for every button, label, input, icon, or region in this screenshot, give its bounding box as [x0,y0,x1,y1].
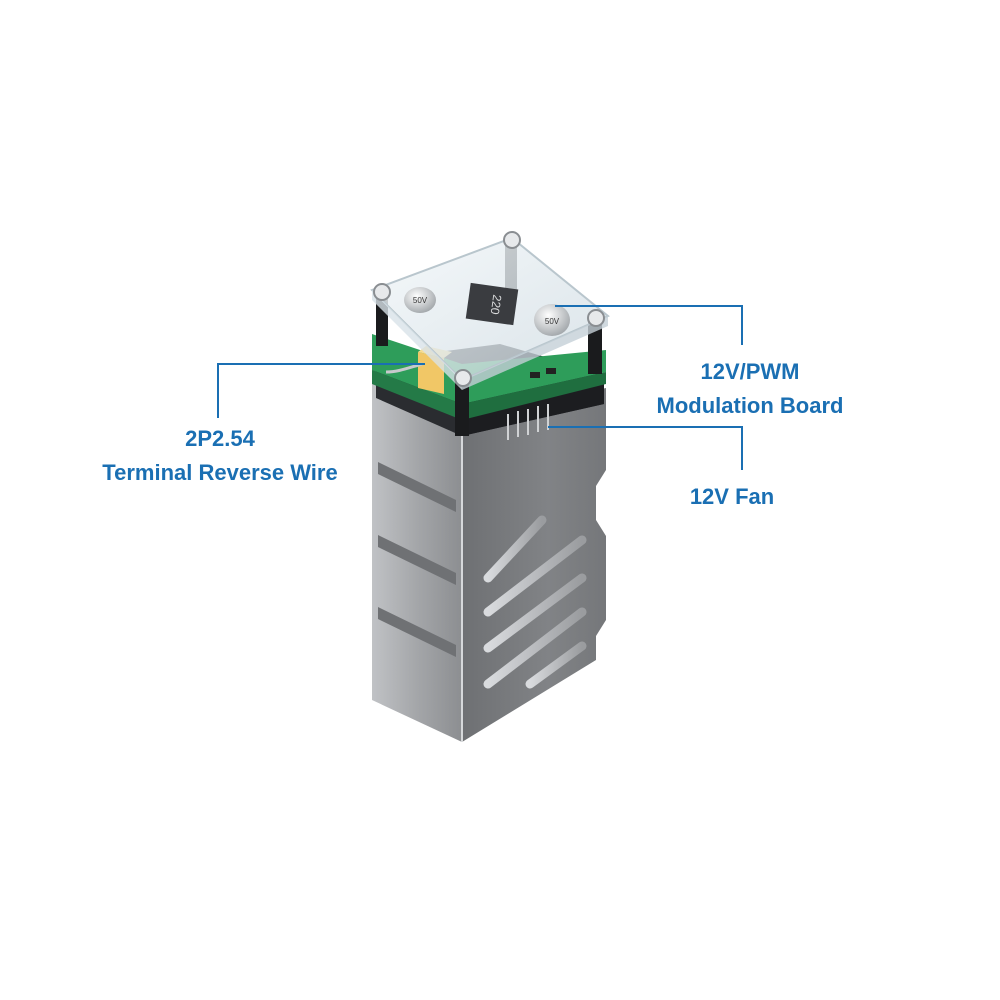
capacitor-right-top [534,304,570,336]
capacitor-right: 50V [534,304,570,336]
heatsink-fin-grooves [483,515,587,689]
pcb-side-left [372,370,462,420]
capacitor-left: 50V [404,287,436,313]
acrylic-cover: 220 50V 50V [370,231,610,390]
standoff-front-left [455,380,469,436]
pin-header [507,404,549,440]
pcb-resistor-1 [530,372,540,378]
screw-right [587,309,605,327]
callout-terminal-wire-line2: Terminal Reverse Wire [102,460,338,485]
cover-edge [462,316,608,390]
leader-line-fan [548,426,743,470]
pcb-side [462,372,606,420]
heatsink-left-groove-2 [378,535,456,585]
capacitor-left-top [404,287,436,313]
pcb-resistor-2 [546,368,556,374]
screw-front [454,369,472,387]
screw-back [503,231,521,249]
capacitor-left-marking: 50V [413,296,428,305]
heatsink-right-face [462,388,606,742]
callout-fan: 12V Fan [632,480,832,514]
cover-edge-left [372,290,462,390]
leader-line-terminal-wire [217,363,425,418]
callout-modulation-board-line1: 12V/PWM [700,359,800,384]
callout-terminal-wire-line1: 2P2.54 [185,426,255,451]
heatsink-left-groove-3 [378,607,456,657]
heatsink-left-groove-1 [378,462,456,512]
callout-modulation-board: 12V/PWM Modulation Board [600,355,900,423]
inductor: 220 [465,282,519,326]
callout-fan-line1: 12V Fan [689,484,775,509]
capacitor-right-marking: 50V [545,317,560,326]
leader-line-modulation-board [555,305,743,345]
screws [373,231,605,387]
inductor-marking: 220 [488,294,505,316]
leader-lines [217,305,743,470]
screw-left [373,283,391,301]
inductor-body [465,282,519,326]
callout-terminal-wire: 2P2.54 Terminal Reverse Wire [60,422,380,490]
callout-modulation-board-line2: Modulation Board [656,393,844,418]
